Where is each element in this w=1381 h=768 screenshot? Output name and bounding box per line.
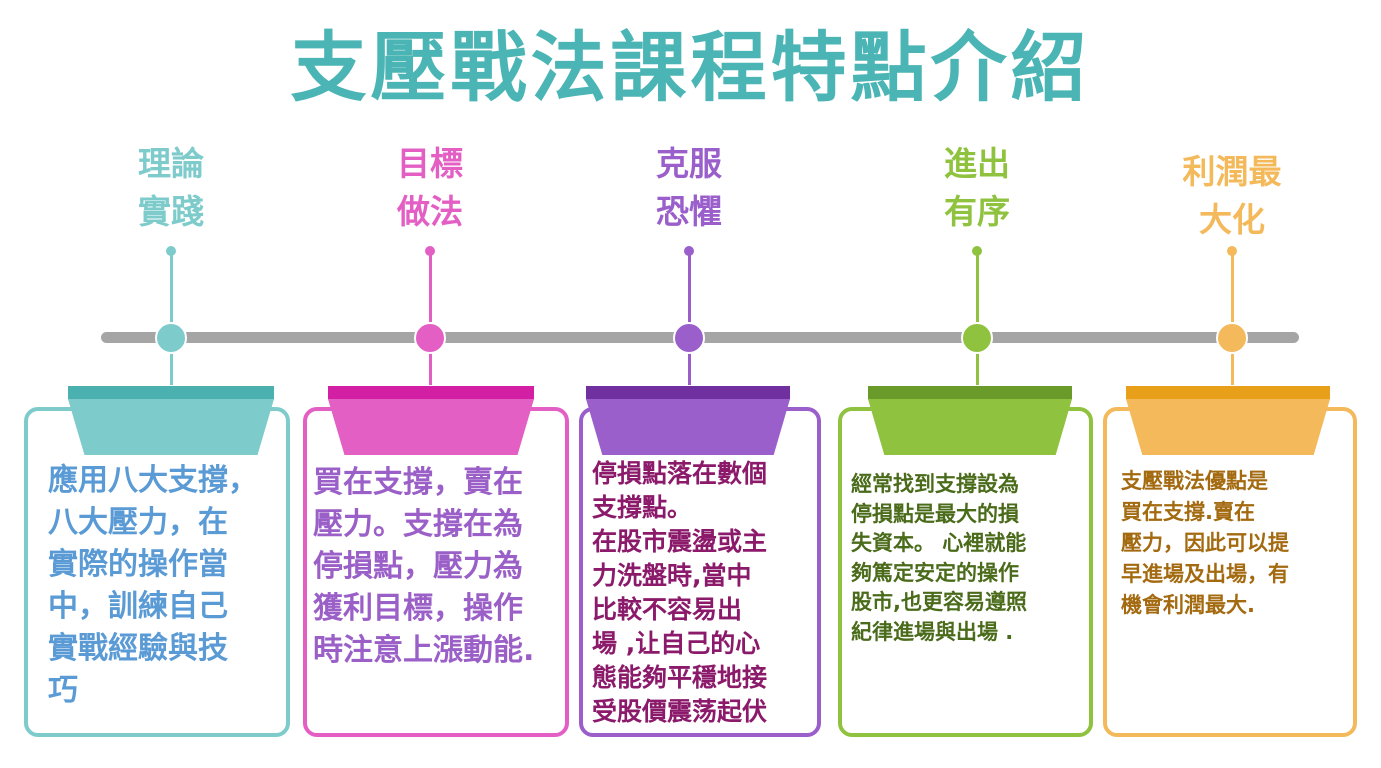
step-card [1103, 407, 1357, 737]
connector-line [1230, 250, 1234, 385]
timeline-node [961, 322, 993, 354]
connector-line [687, 250, 691, 385]
timeline-node [673, 322, 705, 354]
pin-dot [166, 246, 176, 256]
card-tab [868, 399, 1072, 455]
card-tab [586, 399, 790, 455]
pin-dot [1227, 246, 1237, 256]
connector-line [975, 250, 979, 385]
timeline-node [414, 322, 446, 354]
step-description: 支壓戰法優點是 買在支撐.賣在 壓力，因此可以提 早進場及出場，有 機會利潤最大… [1121, 469, 1289, 617]
connector-line [428, 250, 432, 385]
step-heading: 進出 有序 [944, 144, 1010, 231]
step-description: 應用八大支撐， 八大壓力，在 實際的操作當 中，訓練自己 實戰經驗與技 巧 [48, 463, 258, 708]
step-heading: 目標 做法 [397, 144, 463, 231]
step-heading: 理論 實踐 [138, 144, 204, 231]
card-tab-top [868, 386, 1072, 399]
step-description: 買在支撐，賣在 壓力。支撐在為 停損點，壓力為 獲利目標，操作 時注意上漲動能. [313, 465, 535, 668]
step-description: 停損點落在數個 支撐點。 在股市震盪或主 力洗盤時,當中 比較不容易出 場 ,让… [592, 459, 768, 726]
step-card [24, 407, 290, 737]
timeline-node [1216, 322, 1248, 354]
card-tab [1126, 399, 1330, 455]
card-tab-top [1126, 386, 1330, 399]
pin-dot [684, 246, 694, 256]
step-heading: 克服 恐懼 [656, 144, 722, 231]
connector-line [169, 250, 173, 385]
step-card [303, 407, 569, 737]
card-tab [328, 399, 534, 455]
card-tab-top [586, 386, 790, 399]
pin-dot [425, 246, 435, 256]
timeline-node [155, 322, 187, 354]
step-description: 經常找到支撐設為 停損點是最大的損 失資本。 心裡就能 夠篤定安定的操作 股市,… [851, 472, 1027, 644]
step-card [579, 407, 821, 737]
card-tab-top [68, 386, 274, 399]
pin-dot [972, 246, 982, 256]
step-heading: 利潤最 大化 [1182, 152, 1282, 239]
card-tab-top [328, 386, 534, 399]
card-tab [68, 399, 274, 455]
page-title: 支壓戰法課程特點介紹 [290, 23, 1091, 112]
